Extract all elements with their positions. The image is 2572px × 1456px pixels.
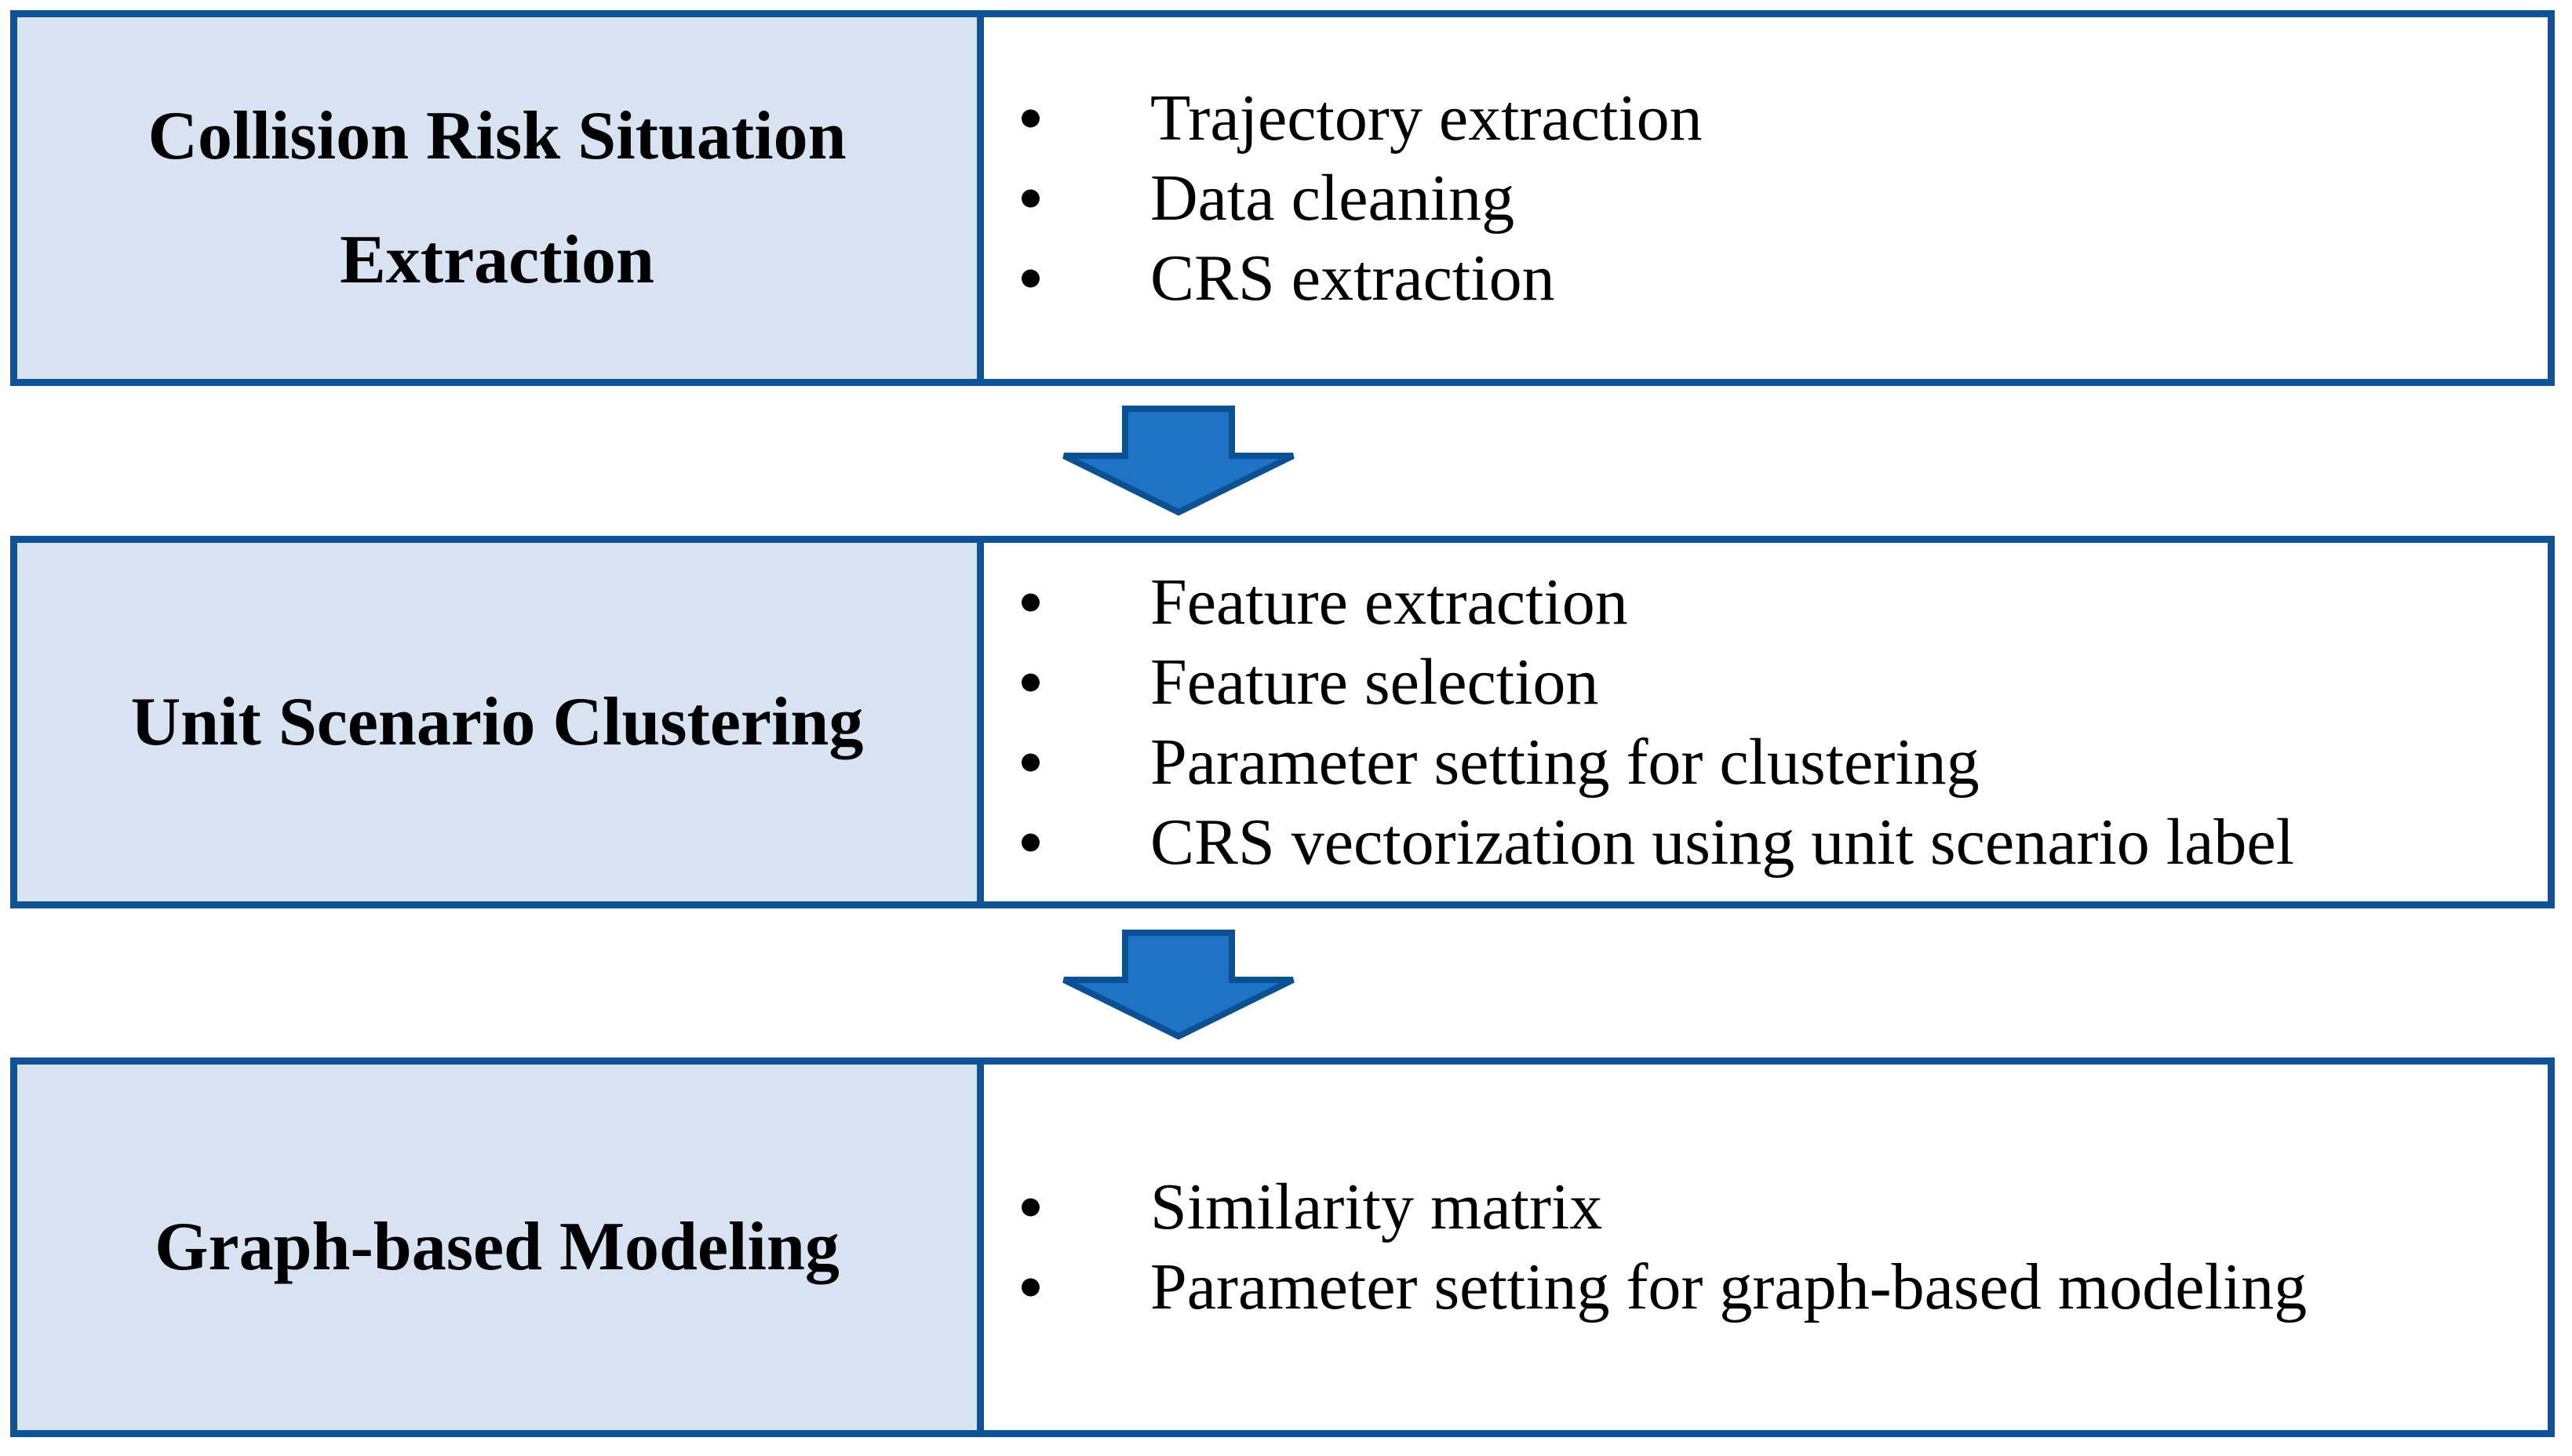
stage-title: Unit Scenario Clustering (131, 661, 864, 784)
bullet-list: Trajectory extraction Data cleaning CRS … (984, 78, 2548, 318)
bullet-text: Parameter setting for clustering (1150, 725, 1980, 799)
bullet-text: Similarity matrix (1150, 1170, 1603, 1243)
bullet-dot-icon (1022, 753, 1040, 771)
stage-title-line: Extraction (340, 221, 654, 298)
list-item: Feature selection (984, 642, 2548, 723)
bullet-list: Feature extraction Feature selection Par… (984, 562, 2548, 883)
stage-title-line: Unit Scenario Clustering (130, 683, 864, 760)
bullet-text: CRS vectorization using unit scenario la… (1150, 805, 2295, 879)
bullet-text: Data cleaning (1150, 161, 1515, 235)
list-item: CRS vectorization using unit scenario la… (984, 803, 2548, 883)
stage-detail-cell: Trajectory extraction Data cleaning CRS … (984, 17, 2548, 379)
bullet-text: Feature extraction (1150, 565, 1628, 639)
bullet-dot-icon (1022, 189, 1040, 207)
stage-row-collision-risk-extraction: Collision Risk Situation Extraction Traj… (10, 10, 2555, 386)
list-item: Feature extraction (984, 562, 2548, 642)
stage-title: Graph-based Modeling (155, 1185, 840, 1309)
bullet-dot-icon (1022, 593, 1040, 611)
bullet-text: CRS extraction (1150, 241, 1555, 315)
bullet-dot-icon (1022, 269, 1040, 287)
list-item: Similarity matrix (984, 1167, 2548, 1247)
stage-detail-cell: Similarity matrix Parameter setting for … (984, 1065, 2548, 1430)
bullet-list: Similarity matrix Parameter setting for … (984, 1167, 2548, 1327)
list-item: CRS extraction (984, 238, 2548, 318)
stage-title-line: Collision Risk Situation (148, 97, 847, 174)
stage-row-graph-based-modeling: Graph-based Modeling Similarity matrix P… (10, 1057, 2555, 1437)
bullet-dot-icon (1022, 1198, 1040, 1217)
bullet-dot-icon (1022, 673, 1040, 691)
bullet-dot-icon (1022, 1278, 1040, 1297)
stage-title-cell: Graph-based Modeling (17, 1065, 984, 1430)
bullet-dot-icon (1022, 109, 1040, 127)
list-item: Data cleaning (984, 158, 2548, 238)
stage-title-cell: Unit Scenario Clustering (17, 543, 984, 901)
list-item: Trajectory extraction (984, 78, 2548, 158)
stage-title: Collision Risk Situation Extraction (148, 75, 846, 322)
bullet-text: Feature selection (1150, 645, 1599, 719)
stage-title-line: Graph-based Modeling (155, 1209, 840, 1286)
stage-title-cell: Collision Risk Situation Extraction (17, 17, 984, 379)
down-arrow-icon (1061, 930, 1296, 1039)
stage-row-unit-scenario-clustering: Unit Scenario Clustering Feature extract… (10, 536, 2555, 908)
bullet-text: Trajectory extraction (1150, 81, 1703, 155)
list-item: Parameter setting for clustering (984, 723, 2548, 803)
bullet-text: Parameter setting for graph-based modeli… (1150, 1250, 2308, 1323)
bullet-dot-icon (1022, 833, 1040, 851)
down-arrow-icon (1061, 406, 1296, 515)
stage-detail-cell: Feature extraction Feature selection Par… (984, 543, 2548, 901)
list-item: Parameter setting for graph-based modeli… (984, 1247, 2548, 1327)
